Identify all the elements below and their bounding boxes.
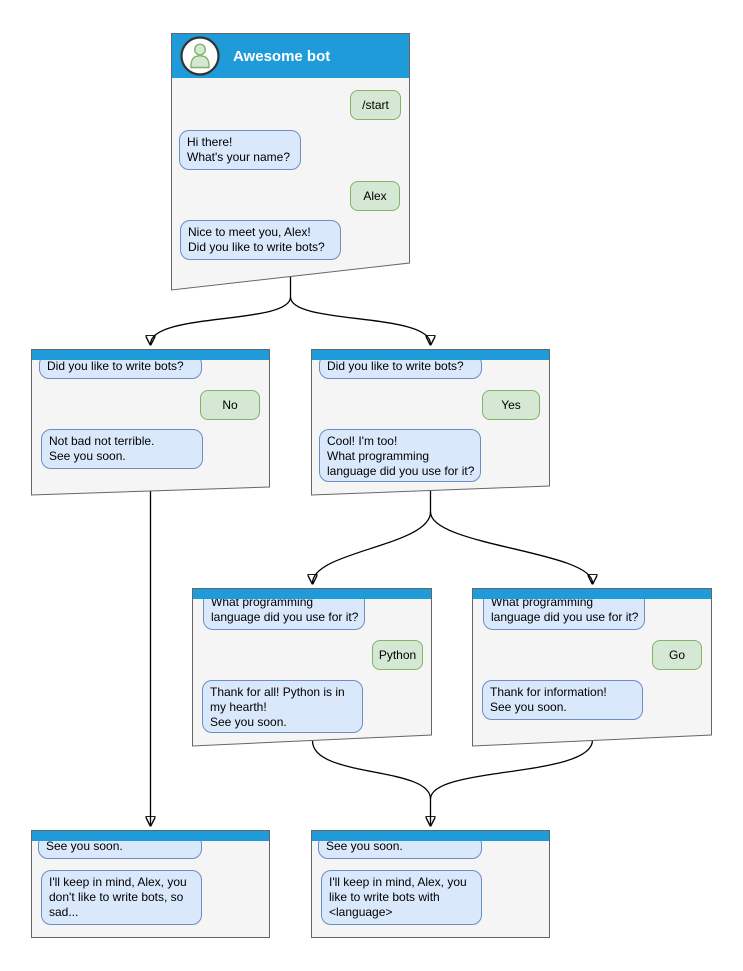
message-bubble-user: Go — [652, 640, 702, 670]
message-bubble-bot: Thank for information! See you soon. — [482, 680, 643, 720]
connector-go-to-end — [429, 739, 594, 800]
chat-window-branch-python: What programming language did you use fo… — [192, 588, 432, 747]
connector-python-to-end — [311, 740, 432, 800]
message-bubble-bot: Not bad not terrible. See you soon. — [41, 429, 203, 469]
message-bubble-bot: I'll keep in mind, Alex, you don't like … — [41, 870, 202, 925]
window-titlebar — [32, 350, 269, 360]
connector-yes-to-go — [429, 511, 593, 583]
connector-yes-to-python — [313, 511, 432, 583]
message-bubble-user: Alex — [350, 181, 400, 211]
window-titlebar — [193, 589, 431, 599]
connector-main-to-no — [151, 296, 292, 344]
window-title: Awesome bot — [233, 47, 331, 65]
message-bubble-bot: Hi there! What's your name? — [179, 130, 301, 170]
chat-window-branch-go: What programming language did you use fo… — [472, 588, 712, 747]
window-titlebar — [312, 350, 549, 360]
message-bubble-user: No — [200, 390, 260, 420]
chat-window-main: Awesome bot /start Hi there! What's your… — [171, 33, 410, 291]
message-bubble-bot: Thank for all! Python is in my hearth! S… — [202, 680, 363, 733]
message-bubble-user: Python — [372, 640, 423, 670]
window-titlebar — [32, 831, 269, 841]
chat-window-branch-yes: Did you like to write bots? Yes Cool! I'… — [311, 349, 550, 496]
connector-main-to-yes — [289, 296, 431, 344]
window-titlebar — [312, 831, 549, 841]
message-bubble-bot: Nice to meet you, Alex! Did you like to … — [180, 220, 341, 260]
window-titlebar: Awesome bot — [172, 34, 409, 78]
message-bubble-bot: Did you like to write bots? — [319, 354, 482, 379]
window-titlebar — [473, 589, 711, 599]
chat-window-branch-no: Did you like to write bots? No Not bad n… — [31, 349, 270, 496]
message-bubble-user: /start — [350, 90, 401, 120]
message-bubble-bot: I'll keep in mind, Alex, you like to wri… — [321, 870, 482, 925]
bot-avatar-icon — [180, 36, 220, 76]
chat-window-end-no: See you soon. I'll keep in mind, Alex, y… — [31, 830, 270, 939]
chat-window-end-yes: See you soon. I'll keep in mind, Alex, y… — [311, 830, 550, 939]
message-bubble-bot: Cool! I'm too! What programming language… — [319, 429, 481, 482]
message-bubble-user: Yes — [482, 390, 540, 420]
